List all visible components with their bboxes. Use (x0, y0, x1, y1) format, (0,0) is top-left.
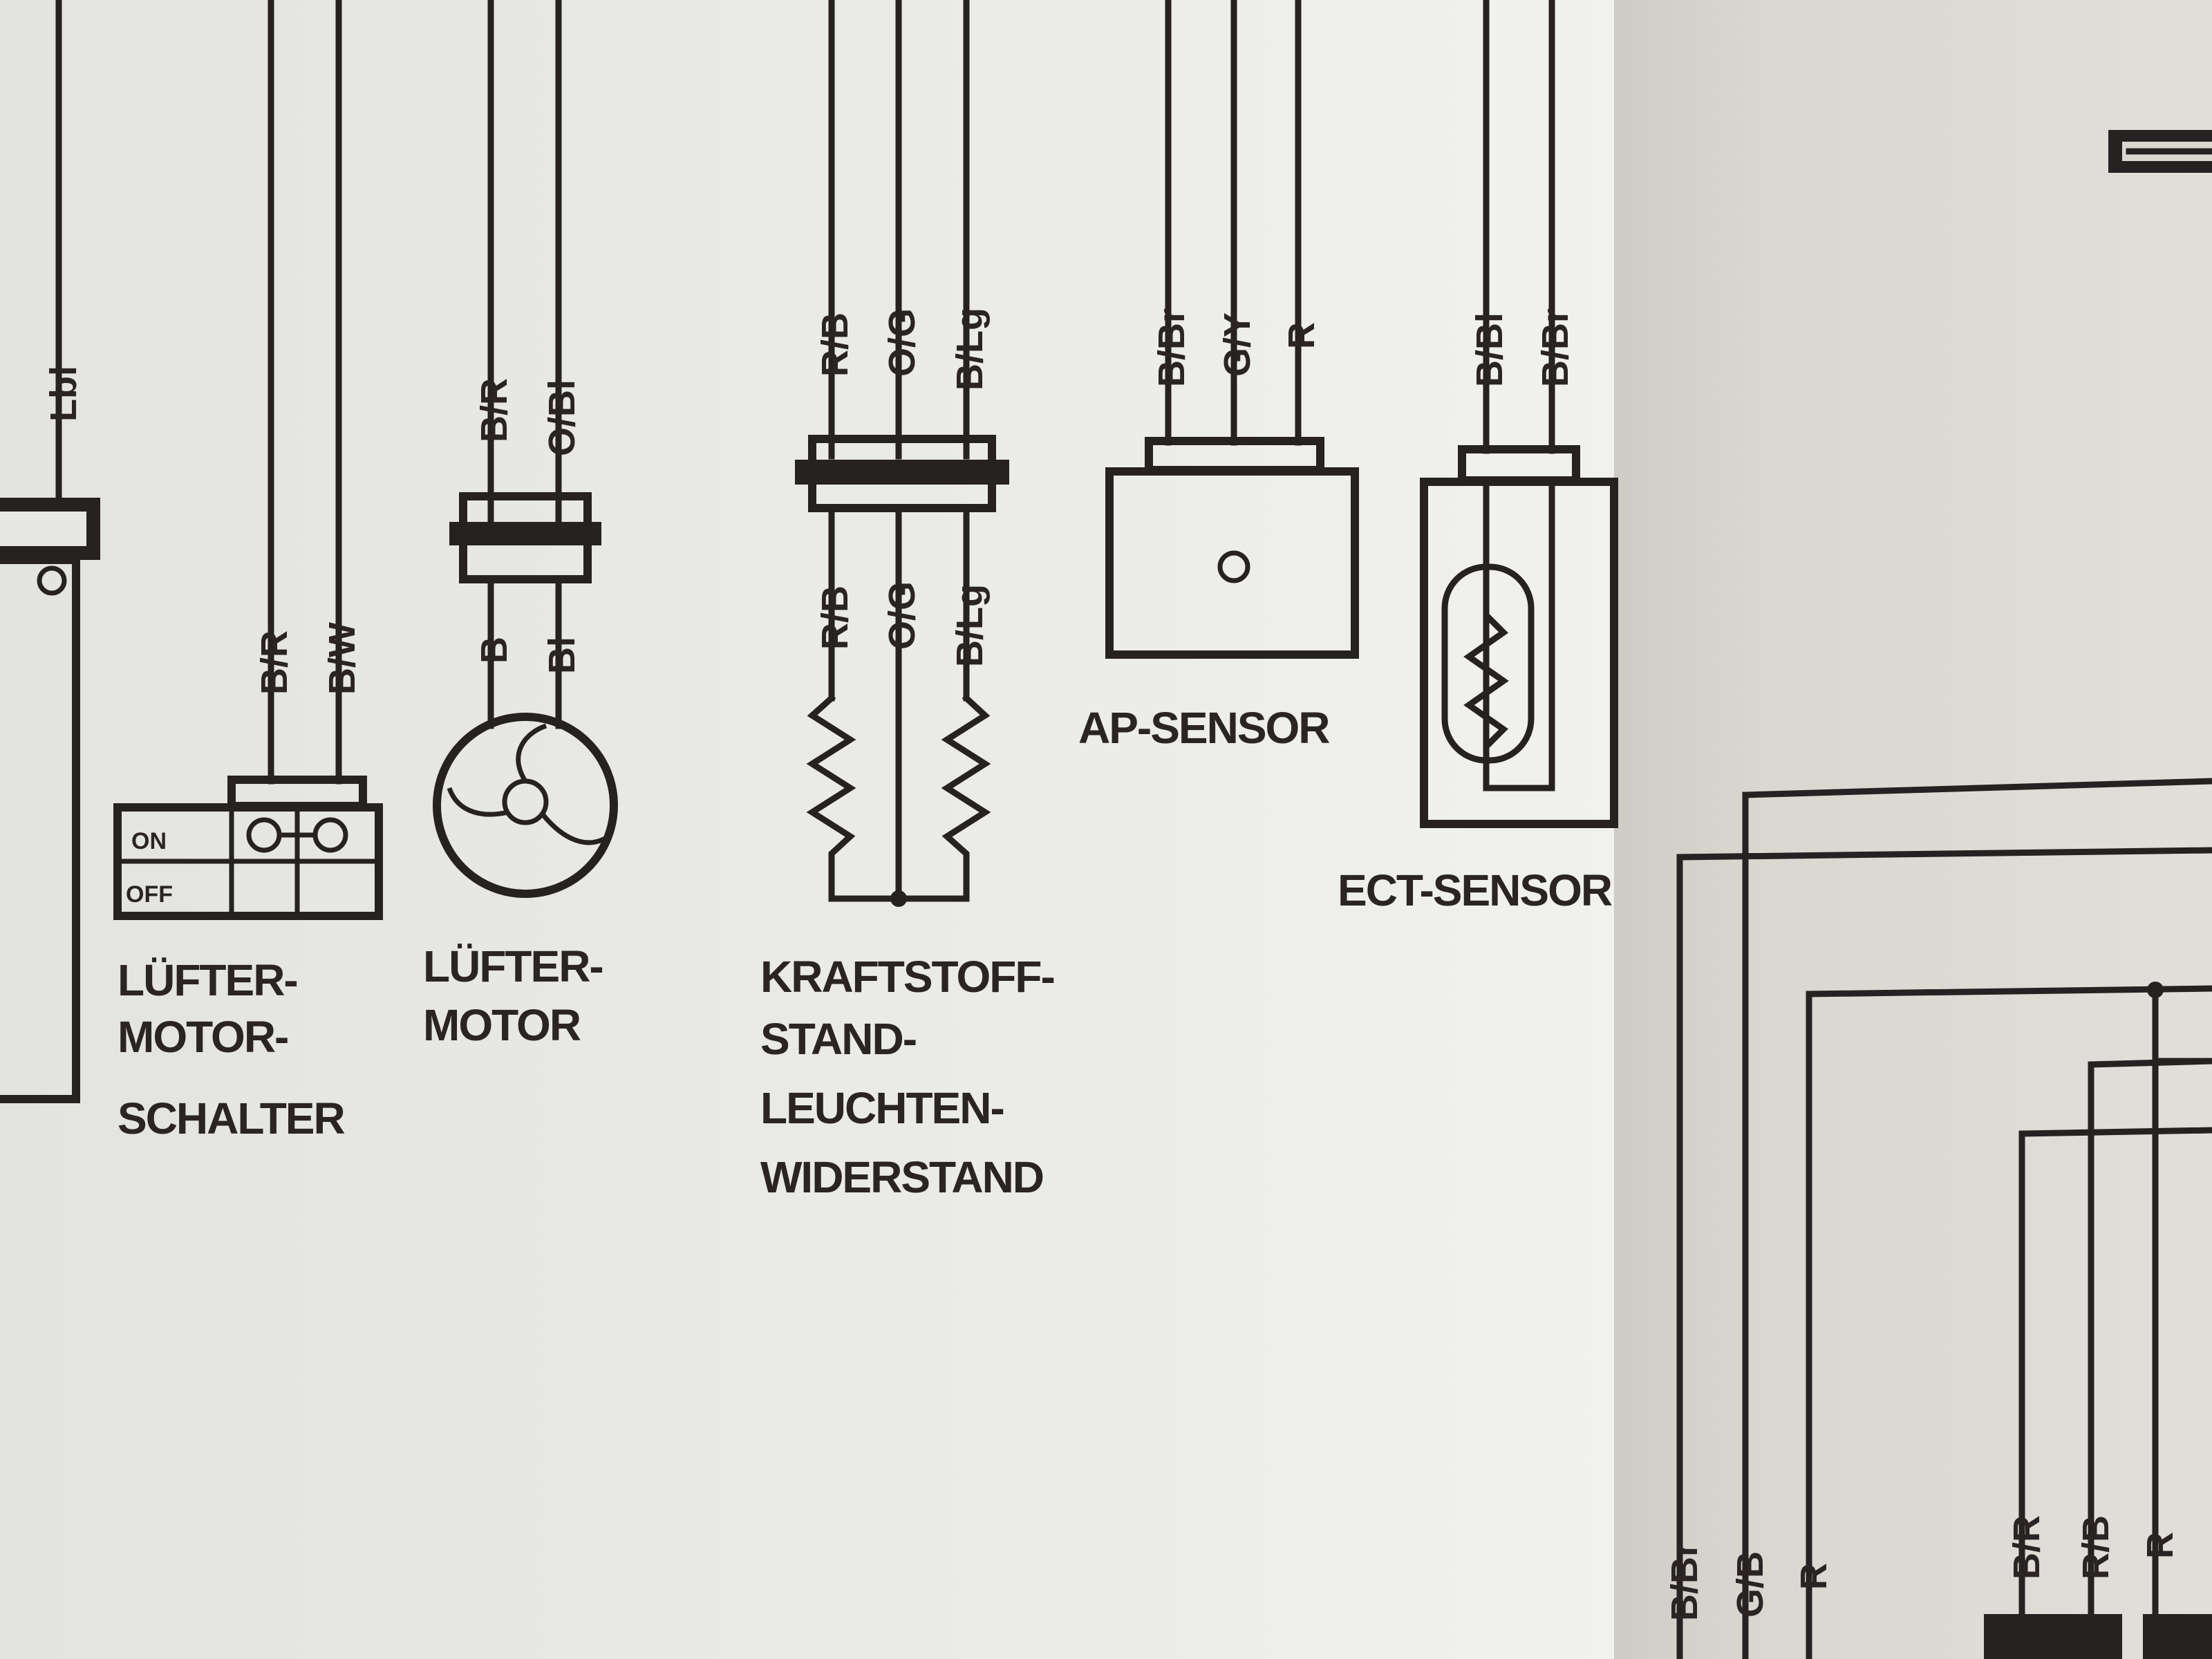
junction-dot (2147, 982, 2164, 998)
fan-switch-caption-2: MOTOR- (118, 1012, 288, 1062)
wire-label-fan-motor-bottom-1: B (474, 637, 515, 664)
fan-blade-icon (516, 723, 547, 782)
fan-motor-switch: B/R B/W ON OFF LÜFTER- MOTOR- SCHALTER (113, 0, 383, 1143)
fan-motor-caption-1: LÜFTER- (423, 941, 603, 991)
wire-label-fan-motor-top-2: O/Bl (541, 379, 583, 456)
wire-bus-bbr (1676, 847, 2212, 1659)
switch-off-label: OFF (126, 881, 173, 908)
ect-connector (1458, 445, 1580, 485)
wire-label-bottom-6: R (2139, 1532, 2181, 1559)
ect-sensor-caption: ECT-SENSOR (1338, 865, 1612, 915)
fuel-caption-1: KRAFTSTOFF- (760, 952, 1054, 1002)
wire-label-fan-motor-bottom-2: Bl (541, 637, 583, 674)
fan-motor: B/R O/Bl B Bl LÜFTER- MOTOR (423, 0, 618, 1050)
wire-label-fuel-top-2: O/G (881, 308, 923, 377)
ap-sensor: B/Br G/Y R AP-SENSOR (1078, 0, 1359, 753)
switch-on-label: ON (131, 828, 167, 854)
wire-label-fuel-top-3: B/Lg (949, 308, 991, 391)
switch-terminal-icon (246, 817, 282, 853)
fuel-caption-3: LEUCHTEN- (760, 1083, 1004, 1133)
bottom-connector (1984, 1614, 2122, 1659)
wire-label-fuel-bottom-3: B/Lg (949, 584, 991, 667)
wire-bus-gb (1742, 778, 2212, 1659)
wire-label-ect-1: B/Bl (1469, 312, 1510, 387)
wire-label-fan-motor-top-1: B/R (474, 378, 515, 442)
wire-label-fuel-bottom-1: R/B (814, 585, 856, 650)
switch-terminal-icon (312, 817, 348, 853)
wire-label-ect-2: B/Br (1535, 308, 1576, 387)
ect-sensor-body (1420, 478, 1618, 828)
fan-switch-connector (227, 776, 367, 810)
ect-sensor: B/Bl B/Br ECT-SENSOR (1338, 0, 1618, 915)
ect-resistor-icon (1463, 563, 1509, 764)
wire-label-fuel-top-1: R/B (814, 312, 856, 377)
ap-sensor-port-icon (1217, 550, 1250, 583)
wire-label-bottom-4: B/R (2006, 1515, 2047, 1580)
far-left-terminal-icon (37, 565, 67, 596)
wire-label-bottom-5: R/B (2075, 1515, 2117, 1580)
far-left-component: Lbl (0, 0, 100, 1103)
ap-sensor-caption: AP-SENSOR (1078, 703, 1329, 753)
wire-label-ap-2: G/Y (1217, 312, 1258, 377)
wire-label-bottom-3: R (1793, 1563, 1835, 1590)
ap-sensor-body (1105, 467, 1359, 659)
far-left-body (0, 556, 80, 1103)
right-wiring: B/Br G/B R B/R R/B R (1664, 130, 2212, 1659)
wire-label-fan-switch-2: B/W (321, 622, 363, 695)
fuel-caption-4: WIDERSTAND (760, 1152, 1043, 1202)
wire-label-lbl: Lbl (43, 366, 84, 422)
wire-bus-r (1806, 985, 2212, 1659)
fuel-level-resistor: R/B O/G B/Lg R/B O/G B/Lg KRAFTSTOFF- ST… (760, 0, 1056, 1202)
fan-blade-icon (447, 787, 509, 817)
fan-switch-caption-1: LÜFTER- (118, 955, 297, 1005)
fuel-caption-2: STAND- (760, 1014, 916, 1064)
fan-motor-caption-2: MOTOR (423, 1000, 581, 1050)
wire-label-ap-3: R (1281, 322, 1322, 349)
wire-bus-br (2018, 1127, 2212, 1659)
wire-label-bottom-1: B/Br (1664, 1542, 1705, 1621)
right-page (1614, 0, 2212, 1659)
fan-blade-icon (541, 812, 610, 845)
wire-label-fuel-bottom-2: O/G (881, 581, 923, 650)
wire-label-bottom-2: G/B (1730, 1551, 1771, 1618)
wire-label-fan-switch-1: B/R (254, 630, 295, 695)
fan-motor-icon (433, 713, 618, 898)
bottom-connector (2143, 1614, 2212, 1659)
junction-dot (890, 890, 907, 907)
wire-label-ap-1: B/Br (1151, 308, 1192, 387)
fan-switch-caption-3: SCHALTER (118, 1094, 344, 1143)
